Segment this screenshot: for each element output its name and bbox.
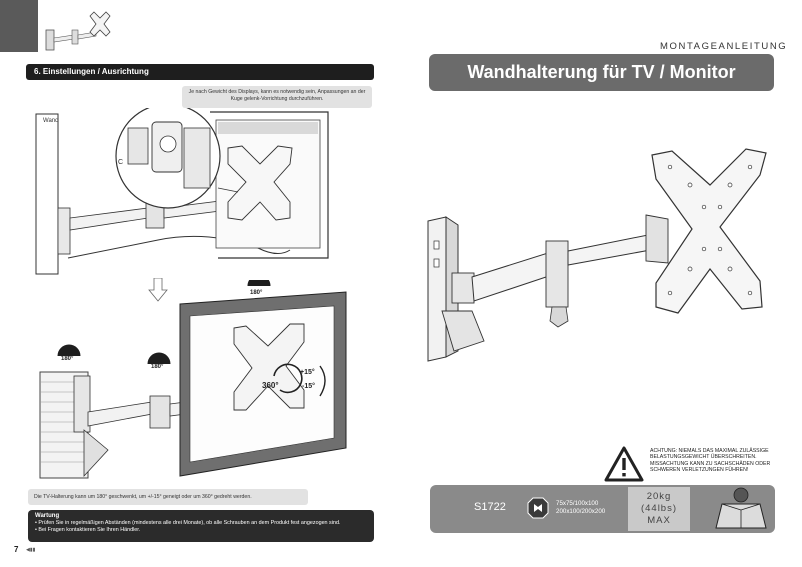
weight-block-icon — [715, 487, 767, 529]
page-arrows-icon: ◀▮▮ — [26, 547, 36, 553]
tilt-plus-label: +15° — [300, 368, 315, 376]
rotate-arrow-icon: 180° — [247, 280, 271, 296]
weight-caution: ACHTUNG: NIEMALS DAS MAXIMAL ZULÄSSIGE B… — [650, 448, 771, 474]
rotate-arrow-icon: 180° — [57, 344, 81, 362]
vesa-sizes: 75x75/100x100 200x100/200x200 — [556, 500, 605, 516]
top-illustration: C — [35, 108, 329, 275]
model-number: S1722 — [474, 501, 506, 513]
maintenance-item-2: • Bei Fragen kontaktieren Sie Ihren Händ… — [35, 527, 141, 533]
maintenance-title: Wartung — [35, 513, 60, 519]
max-weight: 20kg (44lbs) MAX — [628, 487, 690, 531]
rotation-label-left: 180° — [61, 356, 74, 362]
adjustment-note: Je nach Gewicht des Displays, kann es no… — [182, 86, 372, 108]
down-arrow-icon — [148, 278, 168, 302]
warning-triangle-icon — [604, 446, 644, 482]
product-illustration — [427, 148, 767, 362]
vesa-line-2: 200x100/200x200 — [556, 508, 606, 515]
maintenance-item-1: • Prüfen Sie in regelmäßigen Abständen (… — [35, 520, 341, 526]
manual-header: MONTAGEANLEITUNG — [660, 41, 788, 52]
section-title: 6. Einstellungen / Ausrichtung — [26, 64, 374, 80]
page-number: 7 — [14, 545, 19, 554]
tilt-minus-label: -15° — [302, 382, 315, 390]
rotate-arrow-icon: 180° — [147, 352, 171, 370]
rotation-360-label: 360° — [262, 381, 279, 390]
weight-kg: 20kg — [646, 491, 672, 502]
bottom-illustration: 360° +15° -15° 180° 180° 180° — [39, 280, 347, 479]
corner-tab — [0, 0, 38, 52]
rotation-label-top: 180° — [250, 290, 263, 296]
product-title: Wandhalterung für TV / Monitor — [429, 54, 774, 91]
info-text: Die TV-Halterung kann um 180° geschwenkt… — [28, 489, 308, 505]
rotation-label-middle: 180° — [151, 364, 164, 370]
wall-label: Wand — [43, 118, 59, 124]
thumbnail-mount-illustration — [45, 11, 111, 51]
vesa-line-1: 75x75/100x100 — [556, 500, 599, 507]
maintenance-box: Wartung • Prüfen Sie in regelmäßigen Abs… — [28, 510, 374, 542]
vesa-badge-icon — [527, 497, 549, 519]
weight-lbs: (44lbs) — [640, 503, 678, 514]
weight-max: MAX — [647, 515, 671, 526]
callout-letter: C — [118, 159, 123, 166]
